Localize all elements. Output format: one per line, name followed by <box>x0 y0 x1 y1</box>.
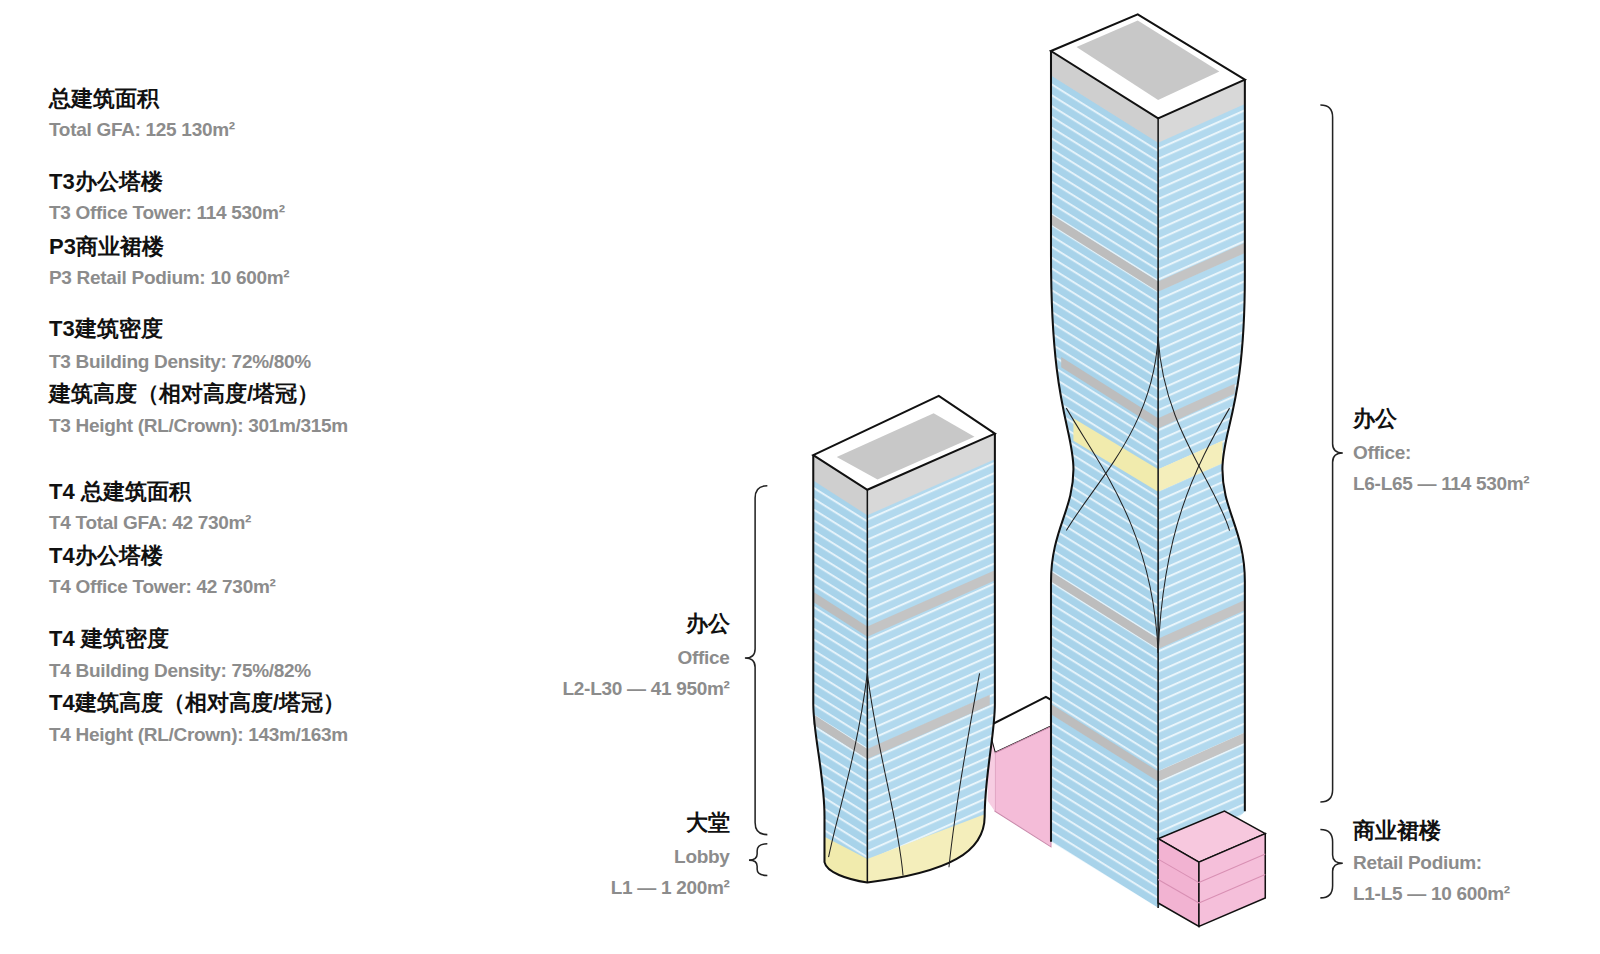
zone-area: L2-L30 — 41 950m² <box>563 678 730 701</box>
metric-heading: T3建筑密度 <box>49 316 163 342</box>
zone-heading: 大堂 <box>686 810 730 836</box>
metric-value: T3 Building Density: 72%/80% <box>49 351 311 374</box>
zone-name: Lobby <box>674 846 730 869</box>
retail-podium <box>1158 811 1265 926</box>
metric-value: Total GFA: 125 130m² <box>49 119 235 142</box>
zone-name: Office: <box>1353 442 1411 465</box>
metric-value: T4 Total GFA: 42 730m² <box>49 512 251 535</box>
metric-heading: T4 建筑密度 <box>49 626 169 652</box>
podium-back <box>988 697 1051 847</box>
zone-heading: 办公 <box>1353 406 1397 432</box>
zone-area: L1 — 1 200m² <box>611 877 730 900</box>
zone-name: Retail Podium: <box>1353 852 1482 875</box>
metric-value: T3 Height (RL/Crown): 301m/315m <box>49 415 348 438</box>
t3-tower <box>1051 14 1245 908</box>
metric-value: P3 Retail Podium: 10 600m² <box>49 267 289 290</box>
zone-name: Office <box>678 647 730 670</box>
metric-value: T4 Building Density: 75%/82% <box>49 660 311 683</box>
t4-tower <box>813 396 995 883</box>
metric-heading: T4建筑高度（相对高度/塔冠） <box>49 690 345 716</box>
metric-heading: T4 总建筑面积 <box>49 479 191 505</box>
brackets <box>745 105 1343 898</box>
metric-value: T3 Office Tower: 114 530m² <box>49 202 285 225</box>
metric-heading: P3商业裙楼 <box>49 234 164 260</box>
metric-value: T4 Office Tower: 42 730m² <box>49 576 276 599</box>
metric-heading: 总建筑面积 <box>49 86 159 112</box>
metric-value: T4 Height (RL/Crown): 143m/163m <box>49 724 348 747</box>
zone-area: L6-L65 — 114 530m² <box>1353 473 1529 496</box>
zone-heading: 商业裙楼 <box>1353 818 1441 844</box>
zone-area: L1-L5 — 10 600m² <box>1353 883 1510 906</box>
metric-heading: T3办公塔楼 <box>49 169 163 195</box>
metric-heading: T4办公塔楼 <box>49 543 163 569</box>
metric-heading: 建筑高度（相对高度/塔冠） <box>49 381 319 407</box>
zone-heading: 办公 <box>686 611 730 637</box>
